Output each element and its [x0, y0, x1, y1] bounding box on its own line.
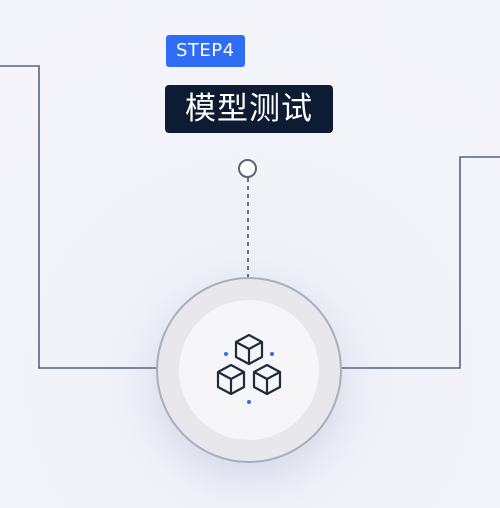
cubes-icon — [216, 333, 282, 404]
left-connector-line — [0, 65, 157, 369]
step-node-inner-circle — [179, 300, 319, 440]
right-connector-line — [341, 156, 500, 369]
step-title: 模型测试 — [165, 85, 333, 133]
step-badge: STEP4 — [166, 35, 245, 67]
pin-dot — [238, 159, 257, 178]
